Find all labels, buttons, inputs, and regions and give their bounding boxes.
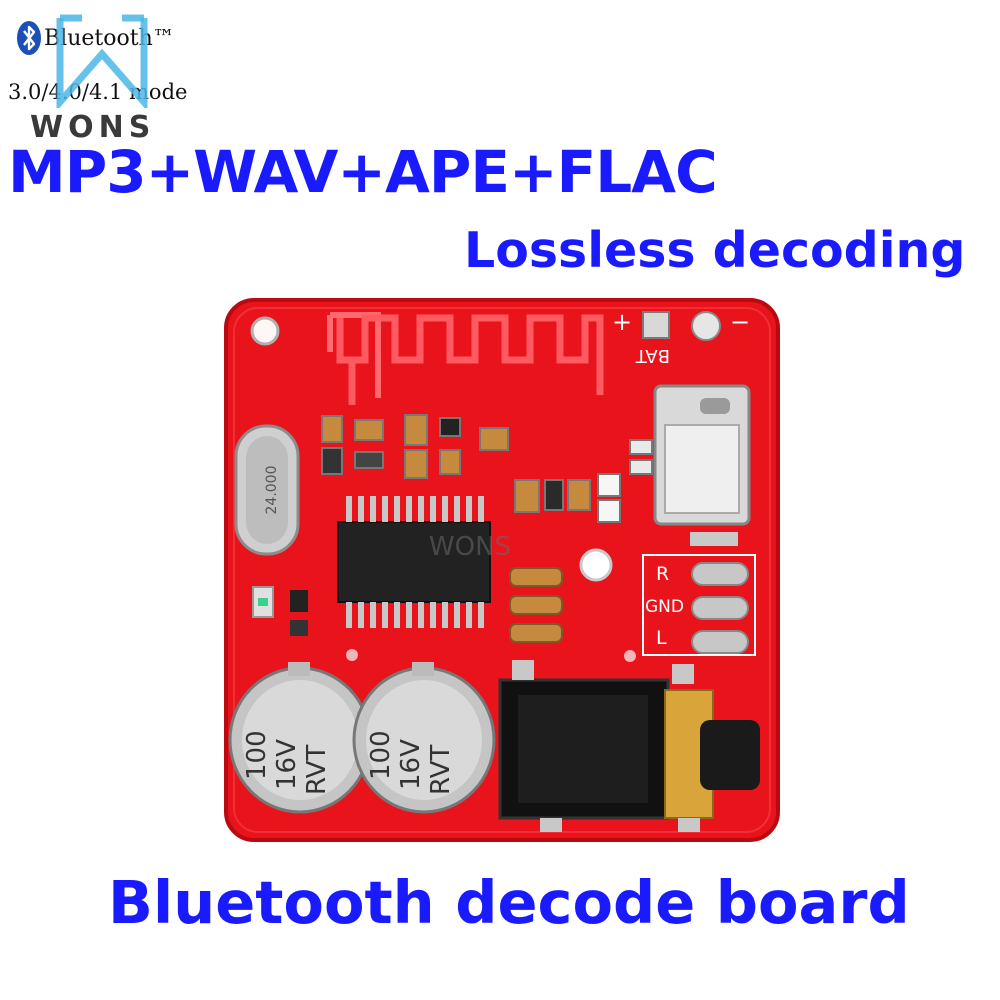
battery-pad-plus (642, 311, 670, 339)
cap-left-line1: 100 (242, 730, 272, 780)
bat-label: BAT (635, 345, 670, 366)
audio-jack (498, 660, 760, 832)
wons-logo-mark (56, 14, 148, 108)
cap-left-line2: 16V (272, 739, 302, 790)
smd-components (321, 414, 653, 523)
pin-r-label: R (656, 563, 669, 585)
crystal-label: 24.000 (264, 466, 280, 515)
minus-label: − (730, 308, 750, 336)
capacitor-left: 100 16V RVT (228, 662, 372, 814)
mounting-hole (250, 316, 280, 346)
bluetooth-wordmark: Bluetooth™ (44, 26, 175, 51)
cap-right-line2: 16V (396, 739, 426, 790)
format-headline: MP3+WAV+APE+FLAC (8, 138, 718, 206)
pin-l-label: L (656, 627, 667, 649)
smd-capacitors (509, 567, 563, 643)
audio-output-pads: R GND L (642, 554, 756, 656)
capacitor-right: 100 16V RVT (352, 662, 496, 814)
pad-l (691, 630, 749, 654)
plus-label: + (612, 308, 632, 336)
pad-gnd (691, 596, 749, 620)
bluetooth-icon (17, 21, 41, 55)
lossless-subtitle: Lossless decoding (464, 222, 966, 279)
pin-gnd-label: GND (645, 597, 684, 617)
cap-left-line3: RVT (302, 745, 332, 795)
brand-name: WONS (30, 110, 156, 145)
bluetooth-mode-text: 3.0/4.0/4.1 mode (8, 80, 188, 104)
chip-watermark: WONS (429, 532, 511, 562)
mounting-hole (579, 548, 613, 582)
product-title: Bluetooth decode board (108, 868, 910, 937)
pad-r (691, 562, 749, 586)
cap-right-line1: 100 (366, 730, 396, 780)
decoder-chip: WONS (337, 496, 511, 628)
cap-right-line3: RVT (426, 745, 456, 795)
battery-pad-minus (691, 311, 721, 341)
